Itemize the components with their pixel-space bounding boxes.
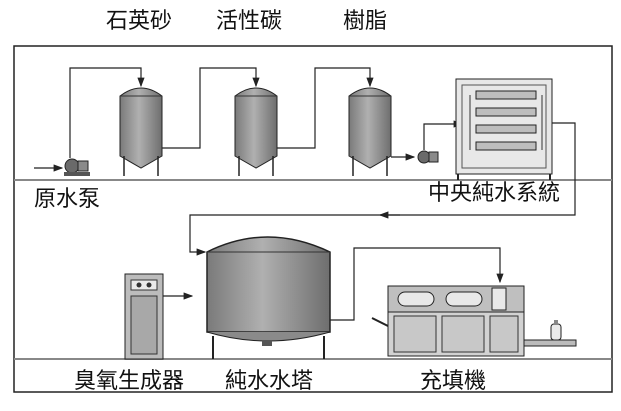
raw-water-pump-icon: [34, 158, 90, 176]
resin-tank-icon: [348, 87, 392, 176]
label-activated-carbon: 活性碳: [216, 9, 283, 34]
label-resin: 樹脂: [343, 9, 388, 34]
label-ozone-generator: 臭氧生成器: [74, 369, 185, 394]
quartz-sand-tank-icon: [119, 87, 163, 176]
central-pure-water-system-icon: [455, 78, 553, 180]
pipe-quartz-to-carbon: [162, 67, 260, 149]
label-quartz-sand: 石英砂: [106, 9, 173, 34]
pure-water-tower-icon: [206, 236, 331, 359]
label-pure-water-tower: 純水水塔: [225, 369, 314, 394]
label-raw-water-pump: 原水泵: [34, 187, 101, 212]
pipe-pump-to-quartz: [69, 67, 145, 158]
pipe-carbon-to-resin: [277, 67, 374, 149]
label-filling-machine: 充填機: [420, 369, 487, 394]
pipe-pump-to-ro: [423, 120, 464, 150]
central-pump-icon: [417, 150, 439, 164]
label-central-pure-water-system: 中央純水系統: [428, 181, 561, 206]
filling-machine-icon: [371, 285, 577, 357]
outer-frame: [13, 45, 613, 393]
activated-carbon-tank-icon: [234, 87, 278, 176]
pipe-tower-to-filler: [330, 247, 504, 321]
ozone-generator-icon: [124, 273, 164, 360]
